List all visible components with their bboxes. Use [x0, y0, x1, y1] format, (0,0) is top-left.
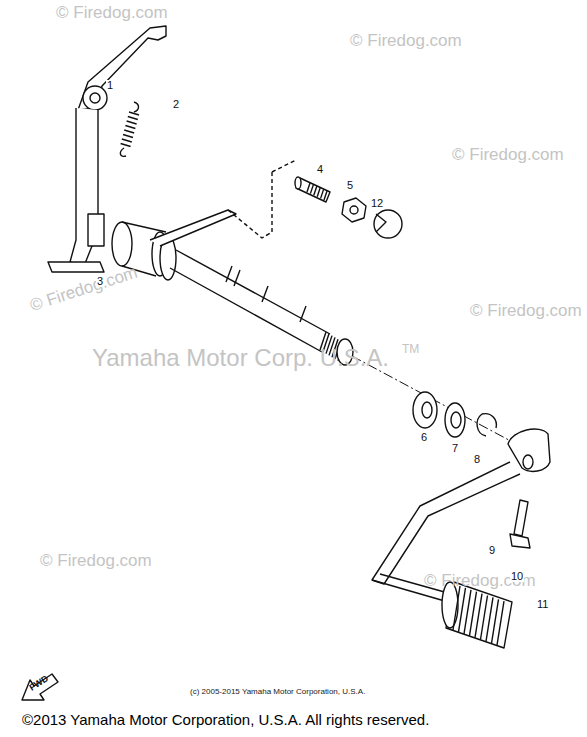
shift-arm [78, 26, 166, 110]
detail-stroke [492, 599, 499, 643]
detail-stroke [127, 121, 137, 124]
detail-stroke [486, 597, 493, 641]
circlip [477, 414, 496, 436]
copyright-note: (c) 2005-2015 Yamaha Motor Corporation, … [190, 688, 365, 696]
detail-stroke [307, 183, 310, 192]
detail-stroke [123, 135, 133, 138]
detail-stroke [453, 586, 460, 630]
callout-number: 7 [451, 443, 459, 454]
detail-stroke [317, 188, 320, 197]
detail-stroke [497, 601, 504, 645]
spring [134, 102, 139, 112]
detail-stroke [129, 112, 139, 115]
detail-stroke [125, 126, 135, 129]
callout-number: 2 [172, 99, 180, 110]
detail-stroke [324, 191, 327, 200]
pinch-bolt [514, 500, 528, 536]
callout-number: 5 [346, 180, 354, 191]
trademark: TM [402, 343, 419, 355]
detail-stroke [314, 186, 317, 195]
watermark: © Firedog.com [56, 4, 168, 21]
callout-number: 8 [473, 454, 481, 465]
copyright-note: ©2013 Yamaha Motor Corporation, U.S.A. A… [22, 712, 429, 727]
nut [342, 198, 366, 222]
watermark: © Firedog.com [40, 552, 152, 569]
callout-number: 4 [316, 164, 324, 175]
watermark: © Firedog.com [470, 302, 582, 319]
washer [445, 403, 465, 437]
watermark: Yamaha Motor Corp. U.S.A. [92, 346, 389, 370]
detail-stroke [310, 185, 313, 194]
forward-arrow [22, 674, 58, 700]
watermark: © Firedog.com [350, 32, 462, 49]
callout-number: 1 [106, 80, 114, 91]
callout-number: 11 [536, 599, 549, 610]
detail-stroke [470, 592, 477, 636]
shift-shaft [170, 250, 330, 352]
callout-number: 9 [488, 545, 496, 556]
callout-number: 6 [420, 432, 428, 443]
shift-pedal [508, 429, 550, 471]
detail-stroke [464, 590, 471, 634]
detail-stroke [481, 596, 488, 640]
detail-stroke [124, 130, 134, 133]
callout-number: 3 [96, 276, 104, 287]
pivot-bolt [296, 178, 330, 202]
callout-number: 10 [510, 571, 524, 582]
detail-stroke [321, 189, 324, 198]
detail-stroke [475, 594, 482, 638]
detail-stroke [128, 117, 138, 120]
detail-stroke [459, 588, 466, 632]
detail-stroke [121, 144, 131, 147]
oil-seal [413, 392, 437, 428]
callout-number: 12 [370, 198, 384, 209]
watermark: © Firedog.com [452, 146, 564, 163]
detail-stroke [122, 139, 132, 142]
washer [374, 210, 402, 238]
